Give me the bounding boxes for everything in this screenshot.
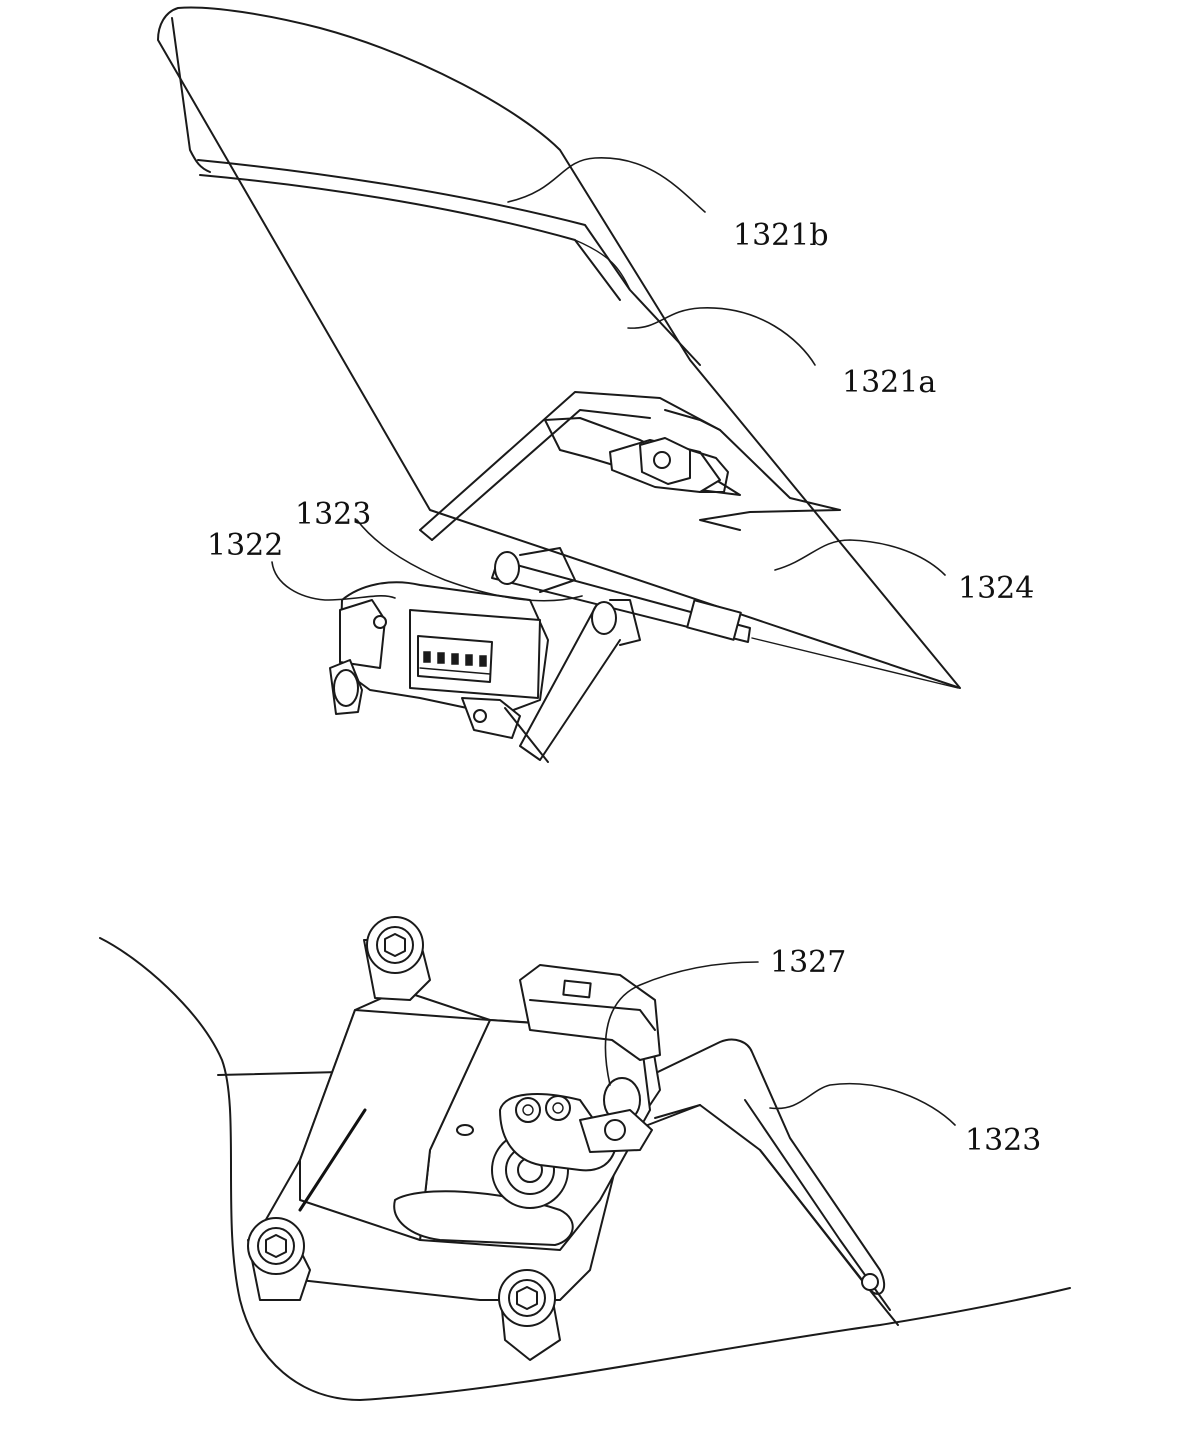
bottom-figure: 1327 1323 [99,916,1071,1401]
label-1321b: 1321b [733,218,829,253]
leader-1327 [604,961,759,1086]
leader-1321a [627,307,816,366]
leader-1323-top [356,519,583,602]
top-figure: 1321b 1321a 1323 1322 1324 [157,6,1034,763]
mount-boss-bottom [498,1269,561,1361]
leader-1324 [774,539,946,576]
leader-1322 [271,561,396,601]
label-1327: 1327 [770,945,846,980]
bottom-leaders [604,961,956,1126]
flap-bracket [419,391,841,541]
actuator-bottom [247,916,661,1361]
label-1321a: 1321a [842,365,936,400]
top-leaders [271,157,946,602]
lever-arm [609,1038,899,1326]
leader-1321b [507,157,706,213]
hinge-rod [491,547,751,761]
label-1323-bottom: 1323 [965,1123,1041,1158]
flap-panel [157,6,961,689]
label-1322: 1322 [207,528,283,563]
mount-boss-top [363,916,431,1001]
mount-boss-left [247,1217,311,1301]
label-1323-top: 1323 [295,497,371,532]
actuator-top [329,581,549,763]
label-1324: 1324 [958,571,1034,606]
housing-outline [99,937,1071,1401]
leader-1323-bottom [769,1082,956,1126]
